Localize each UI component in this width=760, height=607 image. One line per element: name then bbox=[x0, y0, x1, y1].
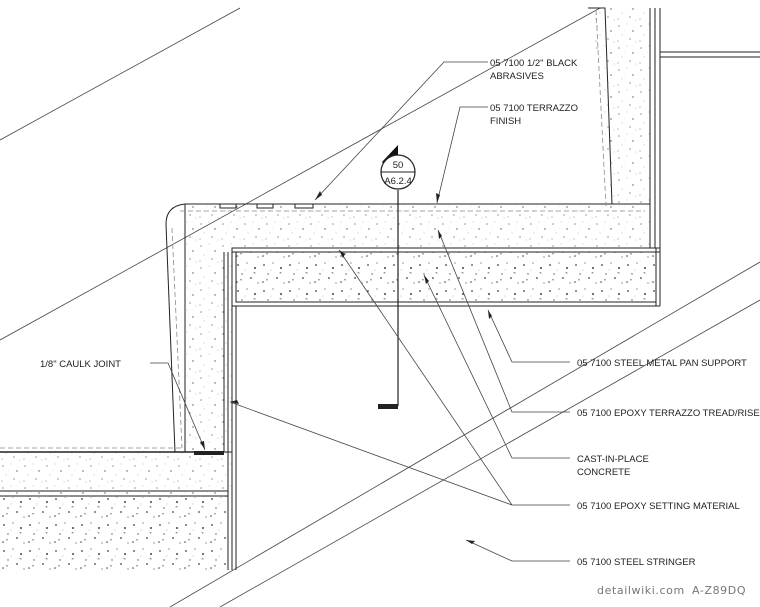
callout-tread-riser: 05 7100 EPOXY TERRAZZO TREAD/RISER bbox=[577, 408, 760, 419]
callout-concrete-line2: CONCRETE bbox=[577, 467, 630, 478]
section-cut-line bbox=[378, 190, 399, 409]
callout-terrazzo-finish-line1: 05 7100 TERRAZZO bbox=[490, 103, 578, 114]
callout-setting-material: 05 7100 EPOXY SETTING MATERIAL bbox=[577, 501, 740, 512]
leader-lines bbox=[150, 61, 570, 562]
concrete-tread bbox=[231, 247, 661, 307]
section-number: 50 bbox=[393, 160, 404, 171]
riser-pan bbox=[223, 252, 237, 570]
callout-metal-pan-support: 05 7100 STEEL METAL PAN SUPPORT bbox=[577, 358, 747, 369]
section-sheet: A6.2.4 bbox=[384, 176, 411, 187]
section-marker: 50 A6.2.4 bbox=[380, 145, 416, 190]
slope-lines bbox=[0, 7, 760, 607]
callout-steel-stringer: 05 7100 STEEL STRINGER bbox=[577, 557, 696, 568]
setting-material-outline bbox=[0, 9, 645, 449]
callout-abrasives-line1: 05 7100 1/2" BLACK bbox=[490, 58, 578, 69]
arrowheads bbox=[200, 191, 492, 544]
abrasive-strips bbox=[219, 203, 314, 209]
watermark-code: A-Z89DQ bbox=[692, 584, 746, 597]
caulk-joint bbox=[194, 451, 224, 455]
callout-caulk-joint: 1/8" CAULK JOINT bbox=[40, 359, 121, 370]
upper-wall bbox=[649, 8, 760, 248]
lower-concrete bbox=[0, 490, 228, 570]
callout-abrasives-line2: ABRASIVES bbox=[490, 71, 544, 82]
callout-terrazzo-finish-line2: FINISH bbox=[490, 116, 521, 127]
watermark-site: detailwiki.com bbox=[597, 584, 685, 597]
callout-concrete-line1: CAST-IN-PLACE bbox=[577, 454, 649, 465]
